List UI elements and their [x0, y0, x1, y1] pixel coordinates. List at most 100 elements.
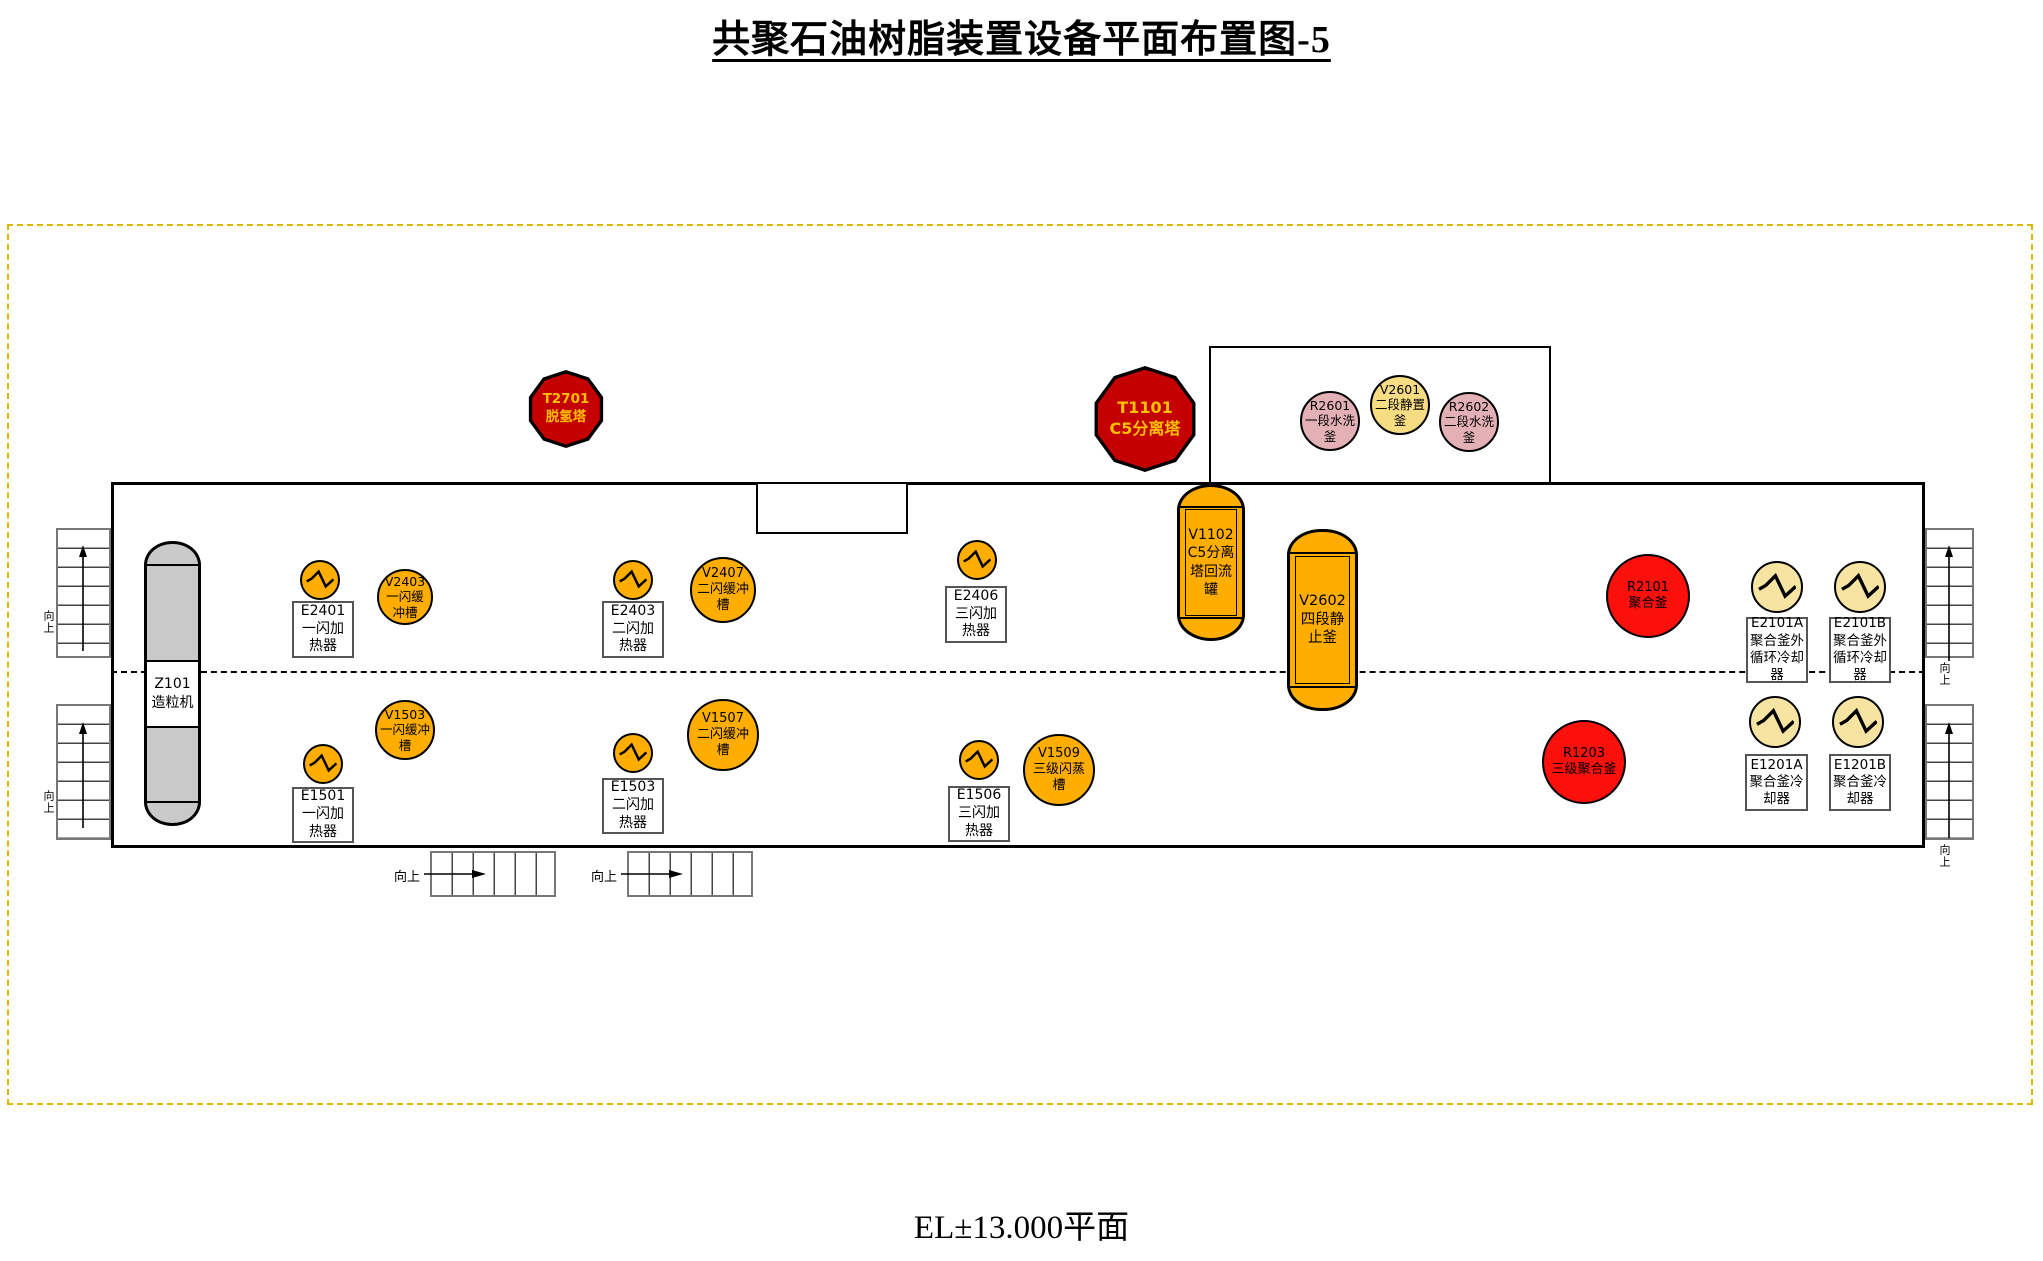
stairs-up-arrow	[424, 870, 486, 878]
reactor-R1203: R1203 三级聚合釜	[1542, 720, 1626, 804]
equipment-name: 一段水洗釜	[1304, 413, 1355, 444]
equipment-id: V2403	[384, 573, 426, 589]
drum-V1509: V1509 三级闪蒸槽	[1023, 734, 1095, 806]
equipment-id: T2701	[542, 391, 590, 408]
equipment-name: C5分离塔	[1109, 419, 1181, 438]
equipment-id: E2403	[610, 602, 656, 619]
equipment-id: V1509	[1038, 745, 1080, 761]
equipment-id: E2101B	[1833, 615, 1887, 632]
vessel-capline	[147, 801, 198, 803]
equipment-name: 三闪加热器	[958, 805, 1000, 839]
heater-E2406-label: E2406 三闪加热器	[945, 586, 1007, 643]
equipment-id: V1503	[384, 706, 426, 722]
equipment-id: E2401	[300, 602, 346, 619]
elevation-label: EL±13.000平面	[913, 1210, 1130, 1246]
equipment-id: E2101A	[1750, 615, 1804, 632]
cooler-E1201B-label: E1201B 聚合釜冷却器	[1829, 754, 1891, 811]
cooler-E1201B	[1832, 696, 1884, 748]
heat-exchanger-zigzag-icon	[965, 749, 994, 769]
equipment-name: 二闪加热器	[612, 620, 654, 655]
stairs-up-arrow	[1945, 722, 1953, 838]
equipment-name: 聚合釜冷却器	[1749, 773, 1804, 808]
stairs-up-arrow	[1945, 545, 1953, 661]
equipment-id: E1506	[956, 787, 1002, 804]
floor-outline	[111, 482, 1925, 848]
equipment-name: 四段静止釜	[1300, 611, 1345, 647]
equipment-id: E1201B	[1833, 756, 1887, 773]
equipment-id: Z101	[154, 676, 191, 693]
equipment-id: E1201A	[1750, 756, 1803, 773]
heat-exchanger-zigzag-icon	[619, 742, 648, 762]
heat-exchanger-zigzag-icon	[1755, 707, 1795, 734]
reactor-R2101: R2101 聚合釜	[1606, 554, 1690, 638]
equipment-id: T1101	[1117, 398, 1173, 418]
equipment-id: V2602	[1299, 592, 1346, 609]
vessel-capline	[1290, 686, 1355, 688]
equipment-name: 二段水洗釜	[1443, 414, 1494, 445]
equipment-id: V1102	[1188, 527, 1234, 544]
cooler-E1201A	[1749, 696, 1801, 748]
vessel-V2602: V2602 四段静止釜	[1287, 529, 1358, 711]
page-title: 共聚石油树脂装置设备平面布置图-5	[712, 19, 1331, 61]
equipment-name: 二段静置釜	[1374, 397, 1425, 428]
stairs-up-label: 向上	[1938, 662, 1951, 686]
heat-exchanger-zigzag-icon	[306, 569, 335, 589]
heater-E1503	[613, 733, 653, 773]
granulator-label: Z101 造粒机	[147, 660, 198, 728]
stairs-up-label: 向上	[42, 790, 55, 814]
vessel-capline	[1290, 552, 1355, 554]
equipment-name: 二闪缓冲槽	[696, 726, 749, 759]
equipment-name: 造粒机	[151, 695, 194, 711]
equipment-name: 二闪加热器	[612, 797, 654, 831]
equipment-name: 聚合釜	[1628, 596, 1668, 611]
vessel-capline	[1180, 617, 1242, 619]
stairs-up-label: 向上	[394, 870, 421, 885]
drum-V1503: V1503 一闪缓冲槽	[375, 700, 435, 760]
heater-E2406	[957, 540, 997, 580]
equipment-name: 二闪缓冲槽	[696, 581, 749, 614]
equipment-name: 聚合釜外循环冷却器	[1750, 632, 1804, 684]
heater-E1501-label: E1501 一闪加热器	[292, 787, 354, 843]
vessel-label: V2602 四段静止釜	[1295, 556, 1350, 684]
cooler-E1201A-label: E1201A 聚合釜冷却器	[1745, 754, 1808, 811]
cooler-E2101A	[1751, 561, 1803, 613]
vessel-capline	[1180, 506, 1242, 508]
equipment-id: E2406	[953, 587, 999, 604]
equipment-id: R2601	[1309, 397, 1351, 413]
vessel-V1102: V1102 C5分离塔回流罐	[1177, 484, 1245, 641]
cooler-E2101A-label: E2101A 聚合釜外循环冷却器	[1746, 615, 1808, 684]
floor-opening-outline	[756, 482, 908, 534]
heater-E1506-label: E1506 三闪加热器	[948, 786, 1010, 842]
kettle-R2601: R2601 一段水洗釜	[1300, 391, 1360, 451]
heater-E1506	[959, 740, 999, 780]
tower-label: T2701 脱氢塔	[532, 373, 600, 445]
equipment-name: 一闪缓冲槽	[379, 722, 430, 753]
heat-exchanger-zigzag-icon	[1838, 707, 1878, 734]
equipment-id: V2601	[1379, 381, 1421, 397]
tower-T1101: T1101 C5分离塔	[1092, 366, 1198, 472]
heater-E2401	[300, 560, 340, 600]
equipment-name: 一闪缓冲槽	[386, 589, 424, 620]
vessel-label: V1102 C5分离塔回流罐	[1185, 509, 1237, 616]
cooler-E2101B-label: E2101B 聚合釜外循环冷却器	[1829, 615, 1891, 684]
equipment-name: 三闪加热器	[955, 605, 997, 640]
heater-E1503-label: E1503 二闪加热器	[602, 778, 664, 834]
equipment-id: R1203	[1562, 745, 1606, 761]
heat-exchanger-zigzag-icon	[619, 569, 648, 589]
equipment-name: 聚合釜外循环冷却器	[1833, 632, 1887, 684]
stairs-up-arrow	[621, 870, 683, 878]
stairs-up-label: 向上	[591, 870, 618, 885]
cooler-E2101B	[1834, 561, 1886, 613]
heater-E2403-label: E2403 二闪加热器	[602, 601, 664, 658]
equipment-name: 聚合釜冷却器	[1833, 773, 1887, 808]
drum-V1507: V1507 二闪缓冲槽	[687, 699, 759, 771]
equipment-name: 三级聚合釜	[1551, 762, 1617, 777]
equipment-name: 一闪加热器	[302, 806, 344, 840]
kettle-V2601: V2601 二段静置釜	[1370, 375, 1430, 435]
drum-V2407: V2407 二闪缓冲槽	[690, 557, 756, 623]
stairs-up-arrow	[79, 545, 87, 651]
granulator-Z101: Z101 造粒机	[144, 541, 201, 826]
kettle-R2602: R2602 二段水洗釜	[1439, 392, 1499, 452]
equipment-id: E1501	[300, 788, 346, 805]
